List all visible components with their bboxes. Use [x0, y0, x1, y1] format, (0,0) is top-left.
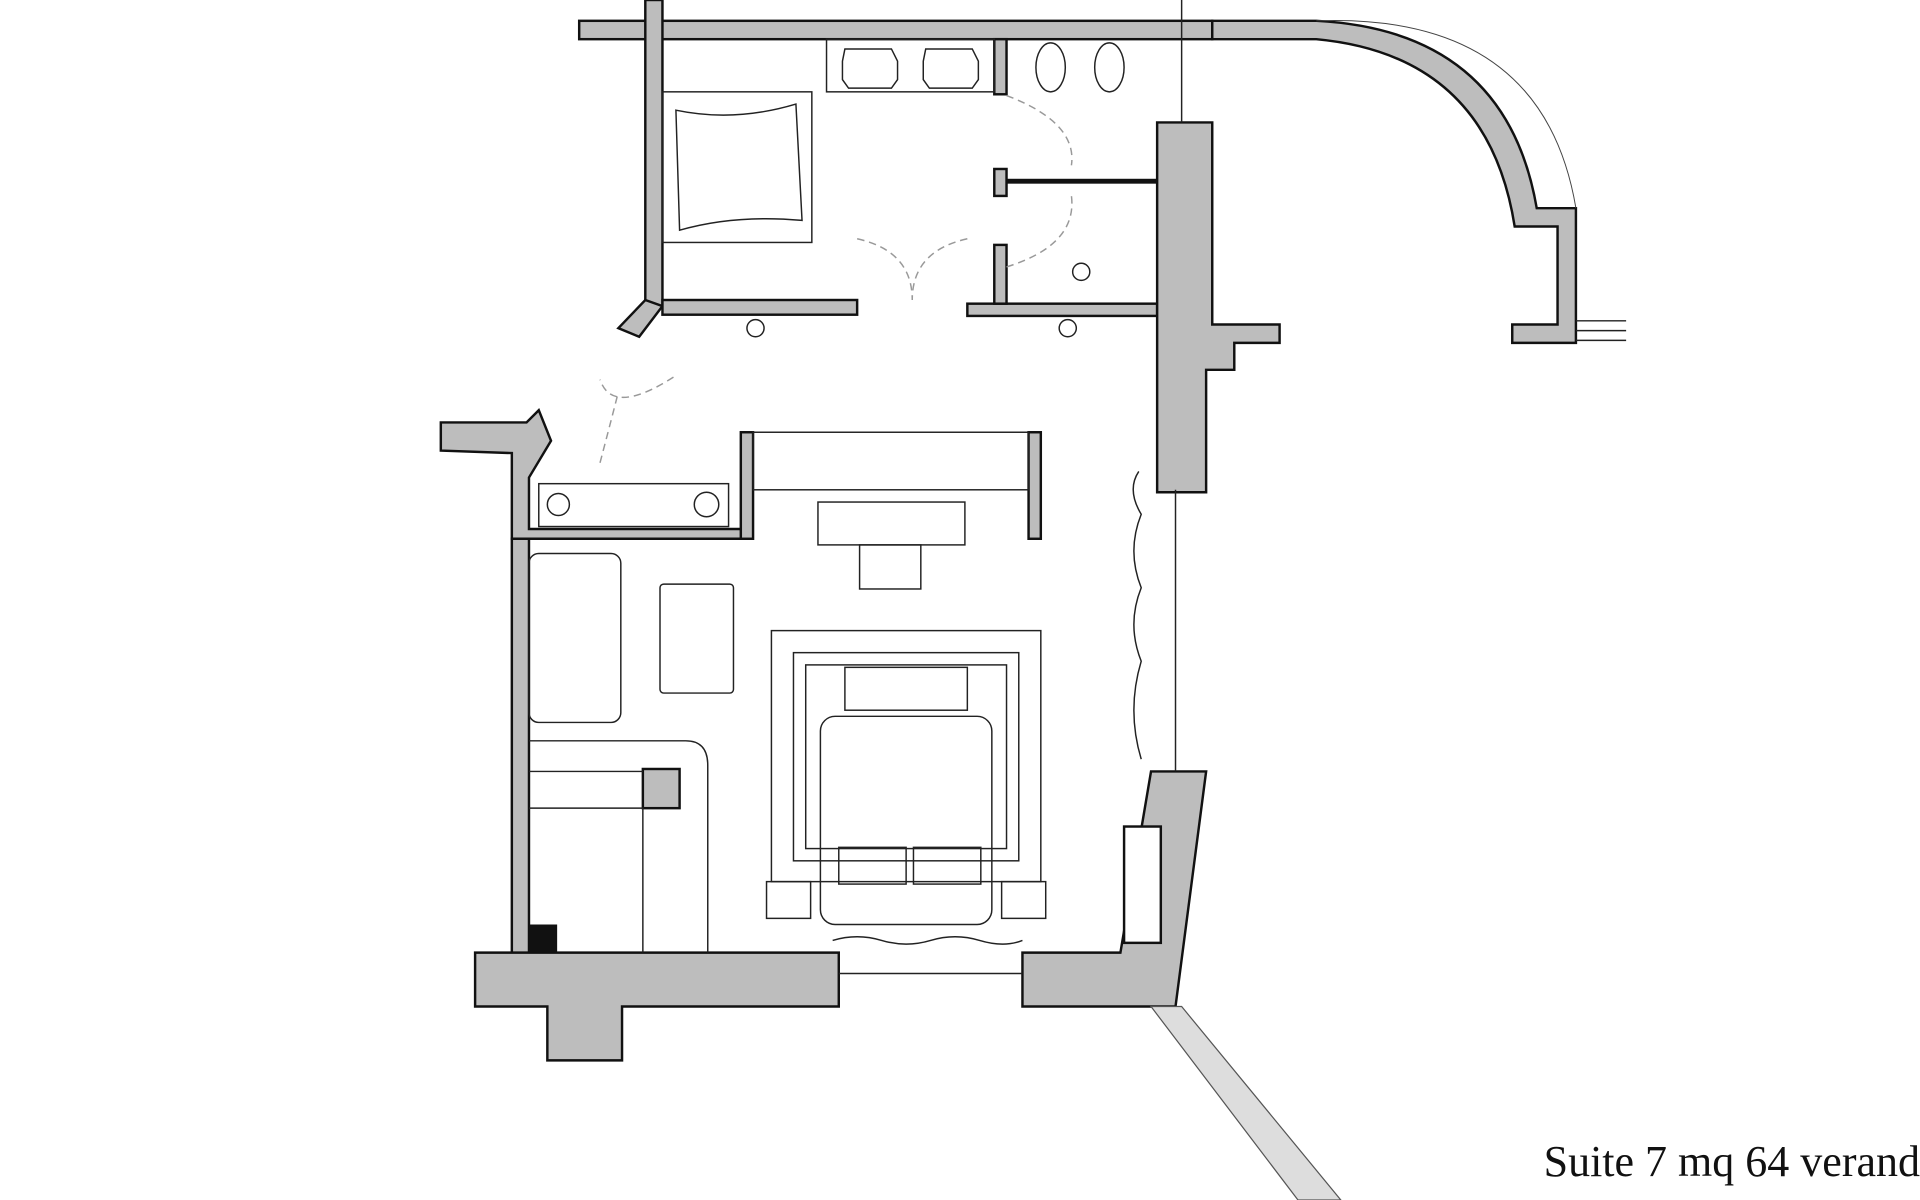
- walls: [439, 0, 1578, 1062]
- plan-caption: Suite 7 mq 64 verand: [1543, 1137, 1920, 1186]
- fixtures: [528, 0, 1627, 1200]
